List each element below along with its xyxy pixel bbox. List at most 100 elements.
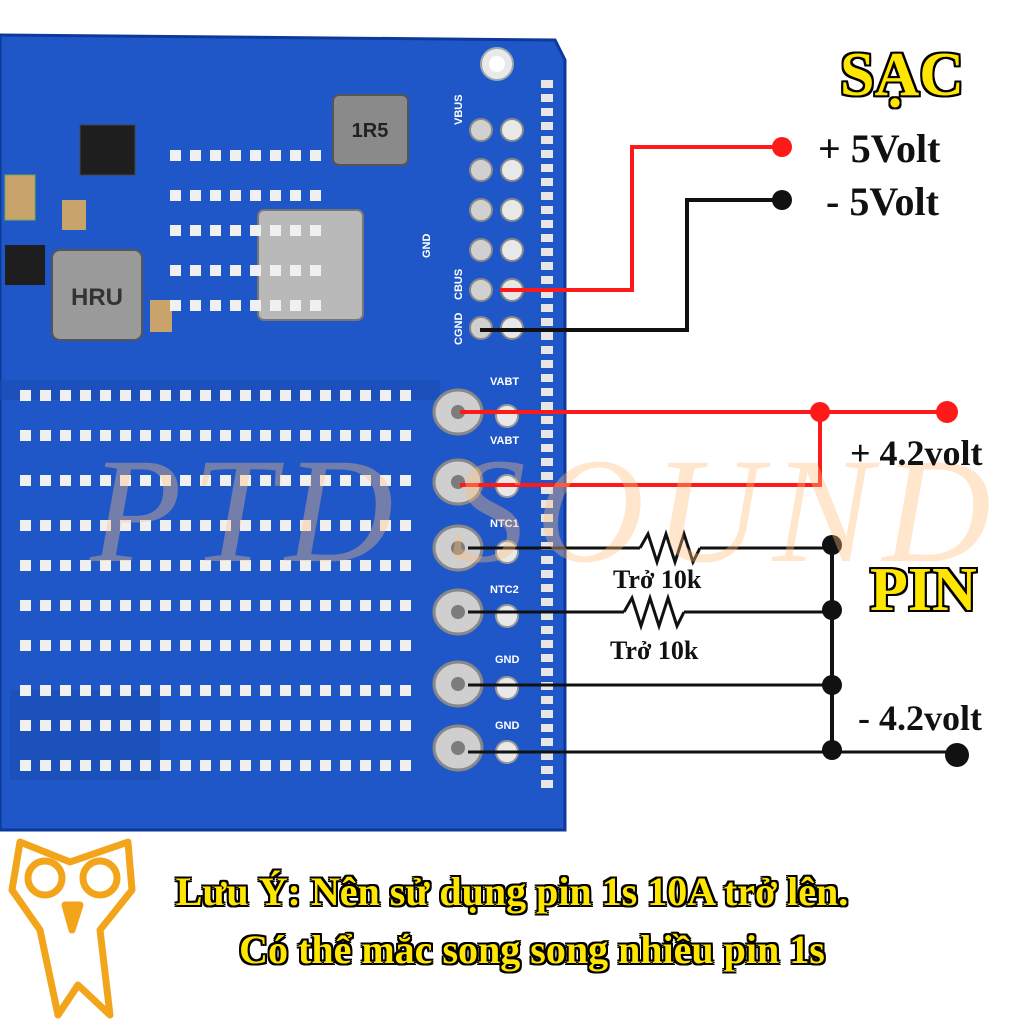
smd-pad bbox=[60, 390, 71, 401]
smd-pad bbox=[360, 640, 371, 651]
smd-pad bbox=[380, 685, 391, 696]
smd-pad bbox=[230, 190, 241, 201]
smd-pad bbox=[60, 760, 71, 771]
smd-pad bbox=[300, 760, 311, 771]
smd-pad bbox=[140, 685, 151, 696]
smd-pad bbox=[340, 430, 351, 441]
smd-pad bbox=[40, 600, 51, 611]
smd-pad bbox=[100, 430, 111, 441]
silk-ntc2: NTC2 bbox=[490, 584, 519, 596]
smd-pad bbox=[40, 640, 51, 651]
battery-plus-label: + 4.2volt bbox=[850, 433, 983, 473]
smd-pad bbox=[320, 720, 331, 731]
smd-pad bbox=[300, 390, 311, 401]
pcb-silkscreen-labels: VABT VABT NTC1 NTC2 GND GND VBUS CBUS CG… bbox=[421, 94, 520, 732]
smd-pad bbox=[100, 520, 111, 531]
smd-pad bbox=[320, 560, 331, 571]
edge-pad bbox=[541, 528, 553, 536]
smd-pad bbox=[380, 640, 391, 651]
edge-pad bbox=[541, 346, 553, 354]
smd-pad bbox=[220, 600, 231, 611]
smd-pad bbox=[240, 720, 251, 731]
edge-pad bbox=[541, 94, 553, 102]
solder-pad-small bbox=[495, 676, 519, 700]
smd-pad bbox=[140, 760, 151, 771]
charger-wires bbox=[480, 137, 792, 332]
edge-pad bbox=[541, 780, 553, 788]
edge-pad bbox=[541, 640, 553, 648]
smd-pad bbox=[340, 475, 351, 486]
smd-pad bbox=[280, 640, 291, 651]
smd-pad bbox=[200, 390, 211, 401]
charger-positive-wire bbox=[500, 145, 780, 292]
smd-pad bbox=[270, 265, 281, 276]
header-pin bbox=[469, 278, 493, 302]
smd-pad bbox=[200, 760, 211, 771]
smd-pad bbox=[160, 560, 171, 571]
smd-pad bbox=[220, 720, 231, 731]
capacitor bbox=[4, 174, 36, 221]
smd-pad bbox=[180, 560, 191, 571]
smd-pad bbox=[40, 760, 51, 771]
smd-pad bbox=[120, 720, 131, 731]
charge-title: SẠC bbox=[840, 41, 965, 109]
solder-pad-hole bbox=[451, 677, 465, 691]
smd-pad bbox=[400, 520, 411, 531]
smd-pad bbox=[120, 520, 131, 531]
edge-pad bbox=[541, 766, 553, 774]
smd-pad bbox=[210, 265, 221, 276]
smd-pad bbox=[290, 190, 301, 201]
charger-negative-wire bbox=[480, 198, 780, 332]
smd-pad bbox=[120, 475, 131, 486]
smd-pad bbox=[80, 520, 91, 531]
edge-pad bbox=[541, 612, 553, 620]
smd-pad bbox=[80, 600, 91, 611]
smd-pad bbox=[180, 720, 191, 731]
edge-pad bbox=[541, 108, 553, 116]
smd-pad bbox=[100, 720, 111, 731]
solder-pad-small bbox=[495, 604, 519, 628]
smd-pad bbox=[360, 430, 371, 441]
edge-pad bbox=[541, 500, 553, 508]
smd-pad bbox=[320, 685, 331, 696]
smd-pad bbox=[140, 720, 151, 731]
smd-pad bbox=[200, 560, 211, 571]
smd-pad bbox=[200, 520, 211, 531]
edge-pad bbox=[541, 542, 553, 550]
silk-gnd-1: GND bbox=[495, 654, 520, 666]
smd-pad bbox=[320, 760, 331, 771]
smd-pad bbox=[140, 390, 151, 401]
junction-ntc1 bbox=[822, 535, 842, 555]
edge-pad bbox=[541, 724, 553, 732]
smd-pad bbox=[60, 640, 71, 651]
smd-pad bbox=[300, 475, 311, 486]
pcb-board: 1R5 HRU VABT VABT NTC1 bbox=[0, 33, 567, 832]
smd-pad bbox=[160, 390, 171, 401]
smd-pad bbox=[180, 760, 191, 771]
smd-pad bbox=[200, 640, 211, 651]
smd-pad bbox=[400, 600, 411, 611]
edge-pad bbox=[541, 178, 553, 186]
edge-pad bbox=[541, 122, 553, 130]
solder-pad-small bbox=[495, 404, 519, 428]
smd-pad bbox=[120, 390, 131, 401]
smd-pad bbox=[190, 225, 201, 236]
smd-pad bbox=[200, 720, 211, 731]
smd-pad bbox=[250, 265, 261, 276]
header-pin bbox=[469, 158, 493, 182]
smd-pad bbox=[400, 720, 411, 731]
smd-pad bbox=[170, 190, 181, 201]
smd-pad bbox=[320, 475, 331, 486]
edge-pad bbox=[541, 668, 553, 676]
smd-pad bbox=[60, 685, 71, 696]
smd-pad bbox=[320, 600, 331, 611]
smd-pad bbox=[180, 390, 191, 401]
edge-pad bbox=[541, 318, 553, 326]
smd-pad bbox=[140, 560, 151, 571]
smd-pad bbox=[270, 225, 281, 236]
smd-pad bbox=[20, 720, 31, 731]
smd-pad bbox=[260, 430, 271, 441]
charge-minus-label: - 5Volt bbox=[826, 179, 939, 224]
smd-pad bbox=[260, 475, 271, 486]
inductor-hru bbox=[51, 249, 143, 341]
